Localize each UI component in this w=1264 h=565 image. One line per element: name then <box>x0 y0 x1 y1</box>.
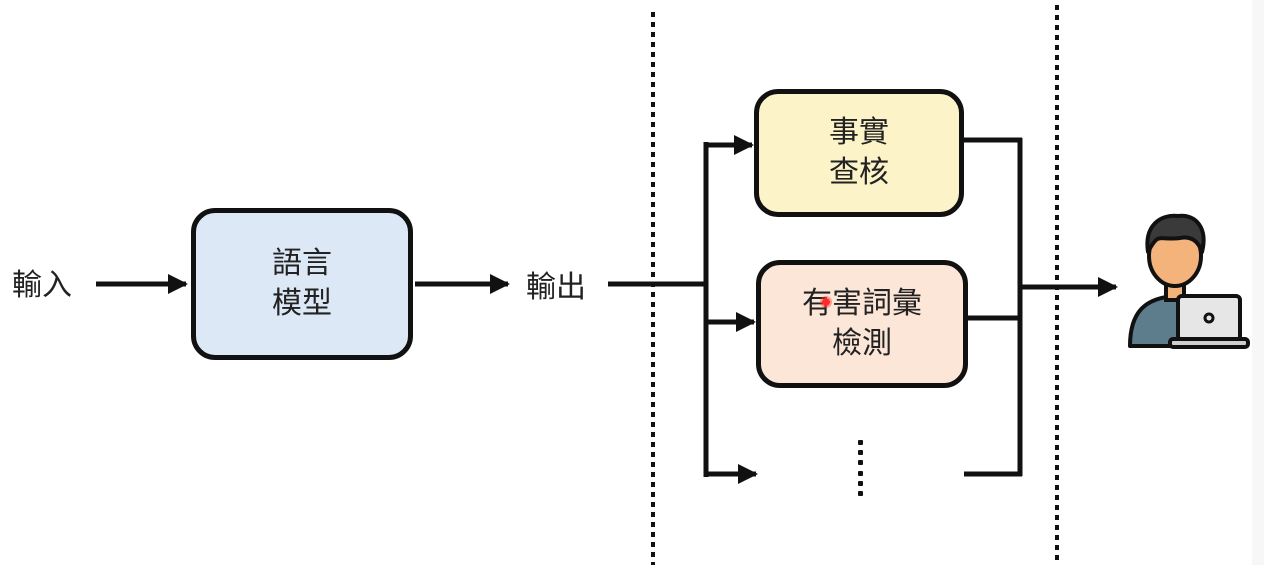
language-model-line2: 模型 <box>272 286 332 321</box>
laser-pointer-dot <box>820 296 832 308</box>
input-label: 輸入 <box>12 268 72 303</box>
language-model-line1: 語言 <box>272 246 332 281</box>
fact-check-line2: 查核 <box>829 155 889 190</box>
more-filters-ellipsis <box>856 440 864 496</box>
fact-check-line1: 事實 <box>829 115 889 150</box>
user-with-laptop-icon <box>1128 213 1250 349</box>
harmful-words-line2: 檢測 <box>832 326 892 361</box>
output-label: 輸出 <box>526 270 586 305</box>
right-edge-strip <box>1252 0 1264 565</box>
harmful-words-box: 有害詞彙 檢測 <box>756 260 968 388</box>
language-model-box: 語言 模型 <box>191 208 413 360</box>
fact-check-box: 事實 查核 <box>754 89 964 217</box>
